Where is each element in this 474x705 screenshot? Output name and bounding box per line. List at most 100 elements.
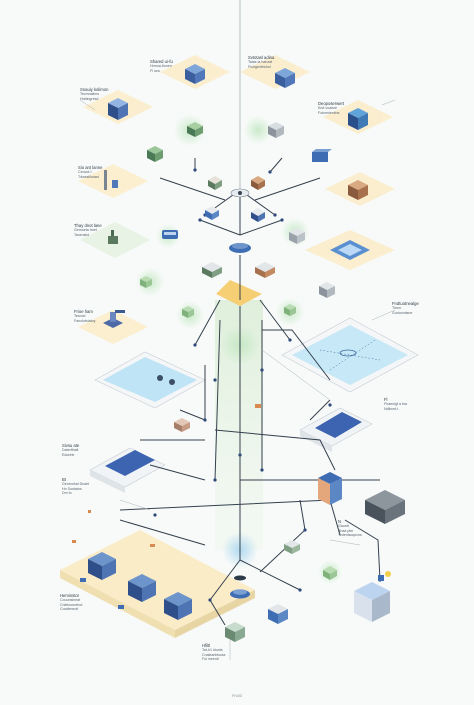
label-line: Tedenlsoqcvns	[338, 533, 362, 538]
tower-icon-left	[104, 170, 118, 190]
label-line: Couunslneat	[60, 598, 81, 603]
blue-screen-bottom	[268, 604, 288, 624]
label-line: Hrmna-tlunen	[150, 64, 172, 69]
label-line: Cnieboonetod	[60, 602, 83, 607]
label-line: Sio ant lanne	[78, 165, 103, 170]
thin-gray-lines	[79, 99, 396, 660]
label-line: Genmnhal Dnaht	[62, 482, 90, 487]
label-line: Fanolotsiatoy	[74, 318, 96, 323]
blue-box-right	[312, 149, 332, 162]
label-line: Svtotasl adina	[248, 55, 275, 60]
pool-icon-right	[330, 240, 370, 260]
device-right-mid	[299, 407, 373, 452]
label-line: Gersneta tmet	[74, 228, 97, 233]
gray-module-2	[289, 228, 305, 244]
cube-icon-right-1	[348, 108, 368, 130]
label-line: Bhaa ptie	[338, 528, 354, 533]
server-icon-top-right	[275, 68, 295, 88]
label-line: Heminstor	[60, 593, 80, 598]
platform-left	[94, 351, 206, 409]
label-upper-right: Deoposerwert Kn8 vuaisre Fotcenlentins	[318, 101, 345, 115]
label-line: Frioe ham	[74, 309, 93, 314]
small-house-2	[251, 176, 265, 190]
tile-pads	[78, 55, 395, 344]
label-line: Cnaleanbtouta	[202, 652, 226, 657]
platform-bottom-left	[60, 530, 255, 638]
device-left-mid	[89, 447, 166, 493]
label-bottom-center: Hfiltl Tat-h1 ldunts Cnaleanbtouta Fol l…	[202, 643, 226, 662]
label-line: N	[338, 519, 342, 524]
label-line: Snauiy kolimon	[80, 87, 109, 92]
orange-block-right	[318, 472, 342, 505]
label-line: Fluirgenfeshol	[248, 64, 271, 69]
green-box-bottom	[225, 622, 245, 642]
label-line: Kn8 vuaisre	[318, 106, 337, 111]
small-house-1	[208, 176, 222, 190]
label-line: Thay dnot lane	[74, 223, 102, 228]
label-upper-left: Snauiy kolimon Tecmnalinrs Hoblngresd	[80, 87, 109, 101]
factory-icon-left	[108, 230, 118, 244]
gray-module-1	[268, 122, 284, 138]
network-hub-top	[230, 188, 250, 198]
label-line: Cocdtmeoit	[60, 607, 79, 612]
label-line: Dm fo	[62, 491, 72, 496]
label-right-3: N Gauntt Bhaa ptie Tedenlsoqcvns	[338, 519, 362, 538]
green-module-2	[187, 122, 203, 137]
dark-server-right	[365, 490, 405, 524]
building-icons	[72, 64, 405, 642]
label-line: Shared ui-fu	[150, 59, 173, 64]
label-line: Tatas la hanzat	[248, 60, 273, 65]
label-line: Fol lneerdi	[202, 657, 219, 662]
label-line: Edonhtr	[62, 452, 75, 457]
green-module-5	[284, 304, 296, 316]
small-house-3	[251, 208, 265, 222]
label-line: Sivsu ate	[62, 443, 80, 448]
box-icon-mid	[174, 418, 190, 432]
label-line: Tesrosl	[74, 314, 86, 319]
label-left-3: Frioe ham Tesrosl Fanolotsiatoy	[74, 309, 96, 323]
green-mini-bottom	[323, 566, 337, 580]
label-line: Fotcenlentins	[318, 110, 340, 115]
connector-nodes	[153, 168, 382, 602]
label-line: Tat-h1 ldunts	[202, 648, 223, 653]
brown-house-right	[348, 180, 368, 200]
green-module-1	[147, 146, 163, 162]
label-bottom-left: Heminstor Couunslneat Cnieboonetod Cocdt…	[60, 593, 83, 612]
warehouse-mid-right	[255, 262, 275, 278]
label-line: Deoposerwert	[318, 101, 345, 106]
label-line: Tansnstol	[74, 232, 90, 237]
network-hub-bottom	[230, 575, 250, 599]
label-top-right: Svtotasl adina Tatas la hanzat Fluirgenf…	[248, 55, 275, 69]
label-right-mid: Fndtuotnealge Tlenn Gurlocmlane	[392, 301, 419, 315]
green-module-3	[140, 276, 152, 288]
platform-right	[281, 317, 419, 393]
label-line: Bt	[62, 477, 66, 482]
label-line: Gurlocmlane	[392, 310, 413, 315]
server-icon-top-left	[185, 64, 205, 84]
label-top-center: Shared ui-fu Hrmna-tlunen Fl ueu	[150, 59, 173, 73]
network-hub-mid	[229, 243, 251, 253]
label-left-5: Bt Genmnhal Dnaht Hn Sontatos Dm fo	[62, 477, 90, 496]
label-line: Ndllnmt-t	[384, 406, 399, 411]
label-line: Fl	[384, 397, 388, 402]
label-left-1: Sio ant lanne Cencot-l Tdwssilhoast	[78, 165, 103, 179]
label-line: Hfiltl	[202, 643, 211, 648]
label-line: Fl ueu	[150, 68, 160, 73]
label-line: Tecmnalinrs	[80, 92, 100, 97]
green-module-4	[182, 306, 194, 318]
warehouse-mid-left	[202, 262, 222, 278]
label-line: Fndtuotnealge	[392, 301, 419, 306]
cube-icon-right-2	[319, 282, 335, 298]
server-rack-bottom-right	[354, 571, 391, 622]
label-line: Daterlthalt	[62, 448, 79, 453]
label-line: Tlenn	[392, 306, 401, 311]
label-line: Gauntt	[338, 524, 349, 529]
bus-icon-left	[162, 230, 178, 239]
label-line: Cencot-l	[78, 170, 92, 175]
label-left-4: Sivsu ate Daterlthalt Edonhtr	[62, 443, 80, 457]
label-left-2: Thay dnot lane Gersneta tmet Tansnstol	[74, 223, 102, 237]
generator-units-bottom-left	[72, 404, 261, 620]
cube-icon-left-1	[108, 98, 128, 120]
